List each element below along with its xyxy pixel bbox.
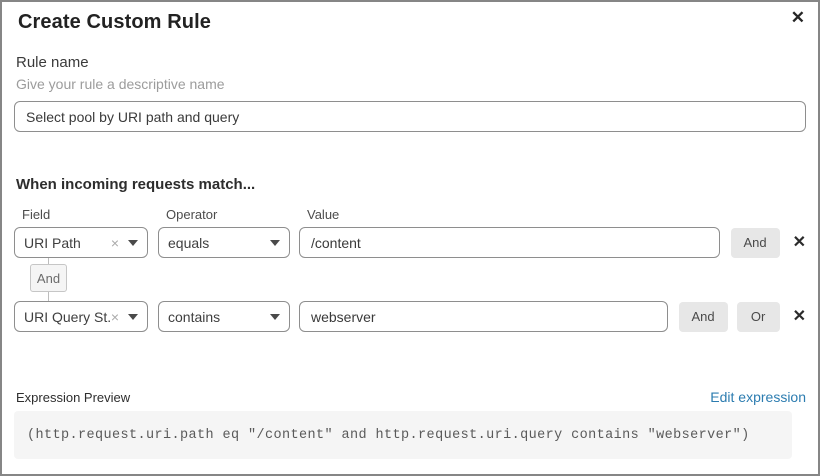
clear-icon[interactable]: × — [110, 308, 119, 325]
field-column-label: Field — [22, 207, 51, 222]
close-icon[interactable]: ✕ — [790, 8, 805, 27]
condition-column-labels: Field Operator Value — [14, 207, 806, 222]
field-select-value: URI Path — [24, 234, 81, 251]
expression-preview-code: (http.request.uri.path eq "/content" and… — [14, 411, 792, 459]
chevron-down-icon — [128, 239, 138, 246]
operator-select-value: equals — [168, 234, 210, 251]
field-select[interactable]: URI Query St... × — [14, 301, 148, 332]
expression-preview-header: Expression Preview Edit expression — [14, 389, 806, 405]
value-input[interactable] — [299, 301, 668, 332]
edit-expression-link[interactable]: Edit expression — [710, 389, 806, 405]
add-and-button[interactable]: And — [678, 301, 728, 332]
connector-line — [48, 292, 49, 301]
chevron-down-icon — [270, 313, 280, 320]
value-input[interactable] — [299, 227, 720, 258]
field-select[interactable]: URI Path × — [14, 227, 148, 258]
connector-line — [48, 258, 49, 264]
rule-name-helper: Give your rule a descriptive name — [16, 76, 225, 92]
value-column-label: Value — [307, 207, 340, 222]
condition-row: URI Query St... × contains And Or ✕ — [14, 301, 806, 332]
condition-connector: And — [30, 258, 67, 301]
rule-name-input[interactable] — [14, 101, 806, 132]
condition-row: URI Path × equals And ✕ — [14, 227, 806, 258]
chevron-down-icon — [270, 239, 280, 246]
remove-condition-icon[interactable]: ✕ — [792, 233, 806, 251]
add-or-button[interactable]: Or — [736, 301, 780, 332]
and-connector-badge: And — [30, 264, 67, 292]
page-title: Create Custom Rule — [18, 11, 211, 33]
add-and-button[interactable]: And — [730, 227, 780, 258]
expression-preview-label: Expression Preview — [16, 390, 131, 405]
operator-select[interactable]: equals — [158, 227, 290, 258]
chevron-down-icon — [128, 313, 138, 320]
operator-select[interactable]: contains — [158, 301, 290, 332]
clear-icon[interactable]: × — [110, 234, 119, 251]
operator-select-value: contains — [168, 308, 221, 325]
operator-column-label: Operator — [166, 207, 218, 222]
match-section-heading: When incoming requests match... — [16, 176, 256, 193]
remove-condition-icon[interactable]: ✕ — [792, 307, 806, 325]
field-select-value: URI Query St... — [24, 308, 111, 325]
rule-name-label: Rule name — [16, 54, 89, 71]
